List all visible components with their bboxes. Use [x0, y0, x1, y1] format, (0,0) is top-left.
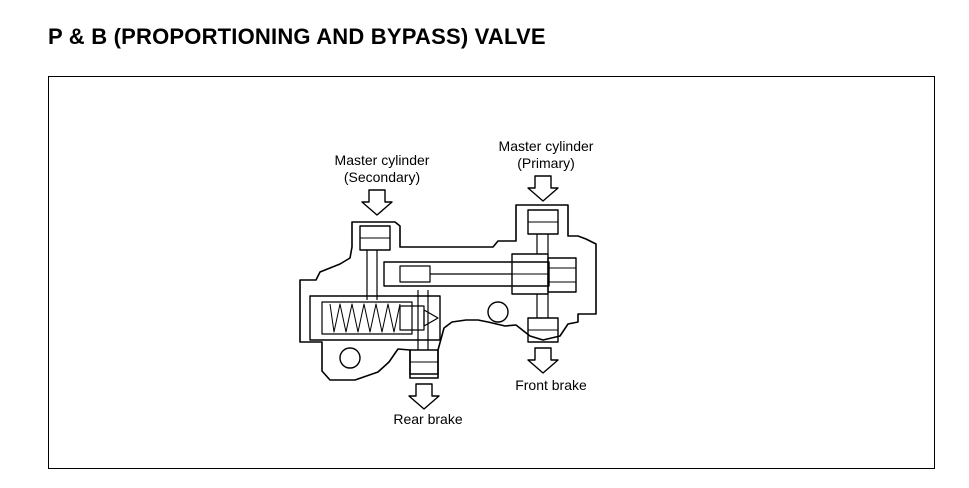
label-master-cylinder-secondary: Master cylinder (Secondary) [318, 152, 446, 186]
label-front-brake: Front brake [515, 377, 587, 393]
figure-frame [48, 76, 935, 469]
page-title: P & B (PROPORTIONING AND BYPASS) VALVE [48, 24, 546, 49]
proportioning-housing [309, 295, 441, 341]
proportioning-spring [329, 303, 401, 333]
arrow-secondary-in [361, 189, 393, 216]
mounting-hole-right [487, 301, 509, 323]
arrow-front-out [527, 347, 559, 374]
bypass-piston [399, 265, 431, 283]
label-rear-brake: Rear brake [393, 411, 463, 427]
mounting-hole-left [339, 347, 361, 369]
proportioning-spring-cage [321, 301, 413, 335]
label-master-cylinder-primary: Master cylinder (Primary) [482, 138, 610, 172]
label-secondary-line1: Master cylinder [334, 152, 430, 168]
bypass-right-cap [547, 257, 577, 293]
valve-body-outline [299, 204, 597, 381]
label-secondary-line2: (Secondary) [343, 169, 421, 185]
label-primary-line1: Master cylinder [498, 138, 594, 154]
arrow-primary-in [527, 175, 559, 202]
bypass-bore [383, 261, 550, 287]
proportioning-tip [423, 309, 439, 327]
arrow-rear-out [408, 383, 440, 410]
label-primary-line2: (Primary) [517, 155, 575, 171]
